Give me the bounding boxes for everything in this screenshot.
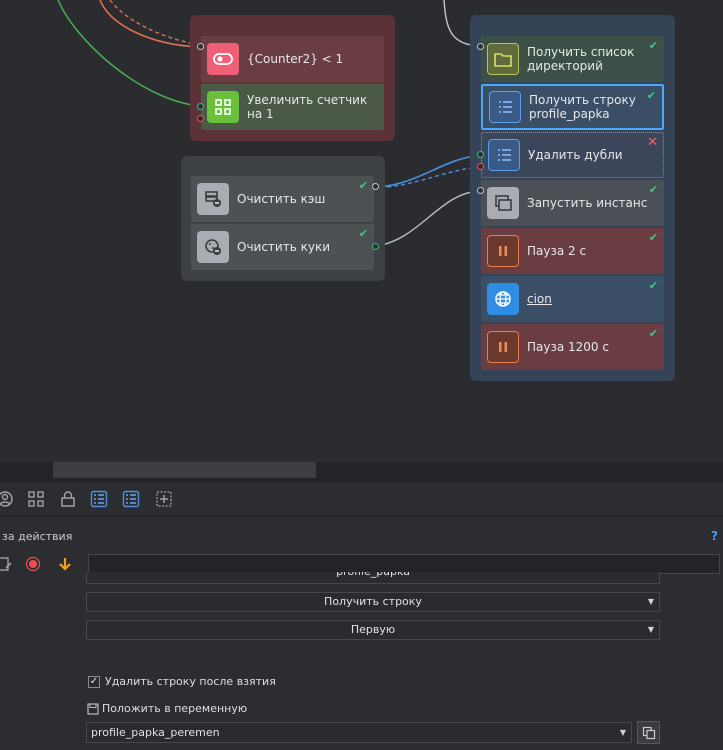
input-port[interactable]: [477, 187, 484, 194]
node-remove-duplicates[interactable]: Удалить дубли ✕: [481, 132, 664, 178]
save-icon: [87, 702, 99, 715]
pause-icon: [487, 331, 519, 363]
check-icon: ✔: [648, 39, 658, 52]
windows-icon: [487, 187, 519, 219]
node-label: Очистить куки: [237, 240, 330, 254]
check-icon: ✔: [646, 89, 656, 102]
toggle-icon: [207, 43, 239, 75]
node-navigate-cion[interactable]: cion ✔: [481, 276, 664, 322]
node-pause-2[interactable]: Пауза 2 с ✔: [481, 228, 664, 274]
node-start-instance[interactable]: Запустить инстанс ✔: [481, 180, 664, 226]
node-label: Получить строку profile_papka: [529, 93, 636, 121]
save-to-variable-label: Положить в переменную: [102, 702, 248, 715]
check-icon: ✔: [358, 227, 368, 240]
wire-blue-dashed: [376, 166, 481, 189]
cache-clear-icon: [197, 183, 229, 215]
canvas-toolbar: [0, 482, 723, 516]
top-field[interactable]: [88, 554, 720, 574]
close-icon: ✕: [647, 135, 658, 150]
node-label: {Counter2} < 1: [247, 52, 344, 66]
node-label: Запустить инстанс: [527, 196, 648, 210]
success-port[interactable]: [477, 151, 484, 158]
properties-header: за действия ?: [0, 526, 723, 548]
which-string-select[interactable]: Первую ▼: [86, 620, 660, 640]
wire-orange-dashed: [109, 0, 201, 46]
node-get-string[interactable]: Получить строку profile_papka ✔: [481, 84, 664, 130]
help-button[interactable]: ?: [711, 529, 718, 543]
success-port[interactable]: [372, 243, 379, 250]
list-icon: [488, 139, 520, 171]
lock-icon[interactable]: [57, 488, 79, 510]
variable-name-field[interactable]: profile_papka_peremen ▼: [86, 722, 632, 743]
wire-gray-bottom: [375, 190, 481, 247]
grid-icon: [207, 91, 239, 123]
globe-icon: [487, 283, 519, 315]
wire-orange-solid: [99, 0, 201, 48]
folder-icon: [487, 43, 519, 75]
check-icon: ✔: [358, 179, 368, 192]
chevron-down-icon: ▼: [647, 625, 654, 634]
wire-blue-solid: [376, 154, 481, 188]
node-label: Пауза 1200 с: [527, 340, 609, 354]
action-select[interactable]: Получить строку ▼: [86, 592, 660, 612]
check-icon: ✔: [648, 183, 658, 196]
node-label: Увеличить счетчик на 1: [247, 93, 368, 121]
check-icon: ✔: [648, 231, 658, 244]
copy-button[interactable]: [637, 721, 660, 744]
node-label: Получить список директорий: [527, 45, 635, 73]
list-icon: [489, 91, 521, 123]
wire-green: [57, 0, 201, 107]
list-icon[interactable]: [88, 488, 110, 510]
chevron-down-icon: ▼: [619, 728, 626, 737]
node-pause-1200[interactable]: Пауза 1200 с ✔: [481, 324, 664, 370]
delete-after-take-checkbox[interactable]: ✓: [88, 675, 100, 688]
node-get-directories[interactable]: Получить список директорий ✔: [481, 36, 664, 82]
add-block-icon[interactable]: [153, 488, 175, 510]
edit-icon[interactable]: [0, 553, 16, 575]
grid-icon[interactable]: [25, 488, 47, 510]
input-port[interactable]: [197, 43, 204, 50]
error-port[interactable]: [197, 115, 204, 122]
node-increase-counter[interactable]: Увеличить счетчик на 1: [201, 84, 384, 130]
node-counter-check[interactable]: {Counter2} < 1: [201, 36, 384, 82]
copy-icon: [642, 726, 655, 739]
node-label[interactable]: cion: [527, 292, 552, 306]
node-label: Удалить дубли: [528, 148, 623, 162]
save-to-variable-row: Положить в переменную: [87, 702, 247, 715]
record-icon[interactable]: [22, 553, 44, 575]
horizontal-scrollbar-thumb[interactable]: [53, 462, 316, 478]
arrow-down-icon[interactable]: [54, 553, 76, 575]
list-icon[interactable]: [120, 488, 142, 510]
node-clear-cache[interactable]: Очистить кэш ✔: [191, 176, 374, 222]
check-icon: ✔: [648, 279, 658, 292]
input-port[interactable]: [477, 43, 484, 50]
input-port[interactable]: [372, 183, 379, 190]
node-label: Очистить кэш: [237, 192, 326, 206]
delete-after-take-label: Удалить строку после взятия: [105, 675, 276, 688]
string-value-field[interactable]: profile_papka: [86, 572, 660, 584]
properties-title: за действия: [2, 530, 73, 543]
node-clear-cookies[interactable]: Очистить куки ✔: [191, 224, 374, 270]
user-icon[interactable]: [0, 488, 16, 510]
node-label: Пауза 2 с: [527, 244, 587, 258]
chevron-down-icon: ▼: [647, 597, 654, 606]
success-port[interactable]: [197, 103, 204, 110]
cookie-clear-icon: [197, 231, 229, 263]
error-port[interactable]: [477, 163, 484, 170]
workflow-canvas[interactable]: {Counter2} < 1 Увеличить счетчик на 1 Оч…: [0, 0, 723, 462]
pause-icon: [487, 235, 519, 267]
delete-after-take-row: ✓ Удалить строку после взятия: [88, 675, 276, 688]
check-icon: ✔: [648, 327, 658, 340]
